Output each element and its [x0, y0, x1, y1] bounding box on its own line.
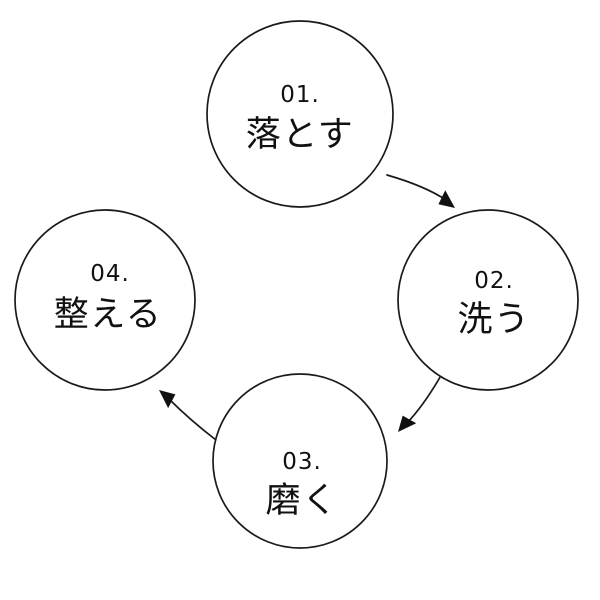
node-03-circle[interactable]: [212, 373, 388, 549]
node-02-label: 洗う: [457, 300, 530, 340]
arrow-03-to-04: [159, 390, 217, 441]
arrow-03-to-04-head: [159, 390, 176, 409]
arrow-01-to-02: [386, 174, 455, 208]
arrow-02-to-03-head: [398, 415, 417, 432]
node-04-index: 04.: [90, 261, 130, 287]
node-04-label: 整える: [54, 295, 162, 335]
node-03-label: 磨く: [265, 481, 338, 521]
node-02-circle[interactable]: [397, 209, 579, 391]
node-03-group[interactable]: 03. 磨く: [212, 373, 388, 549]
arrow-02-to-03-path: [406, 371, 444, 424]
arrow-03-to-04-path: [168, 398, 217, 441]
node-01-circle[interactable]: [206, 20, 394, 208]
arrow-02-to-03: [398, 371, 444, 432]
arrow-01-to-02-path: [386, 174, 447, 201]
node-03-index: 03.: [282, 449, 322, 475]
node-01-label: 落とす: [246, 115, 354, 155]
connector-group: [159, 174, 455, 441]
node-04-circle[interactable]: [14, 209, 196, 391]
node-02-group[interactable]: 02. 洗う: [397, 209, 579, 391]
node-01-index: 01.: [280, 82, 320, 108]
arrow-01-to-02-head: [438, 190, 455, 208]
node-04-group[interactable]: 04. 整える: [14, 209, 196, 391]
node-01-group[interactable]: 01. 落とす: [206, 20, 394, 208]
node-02-index: 02.: [474, 268, 514, 294]
